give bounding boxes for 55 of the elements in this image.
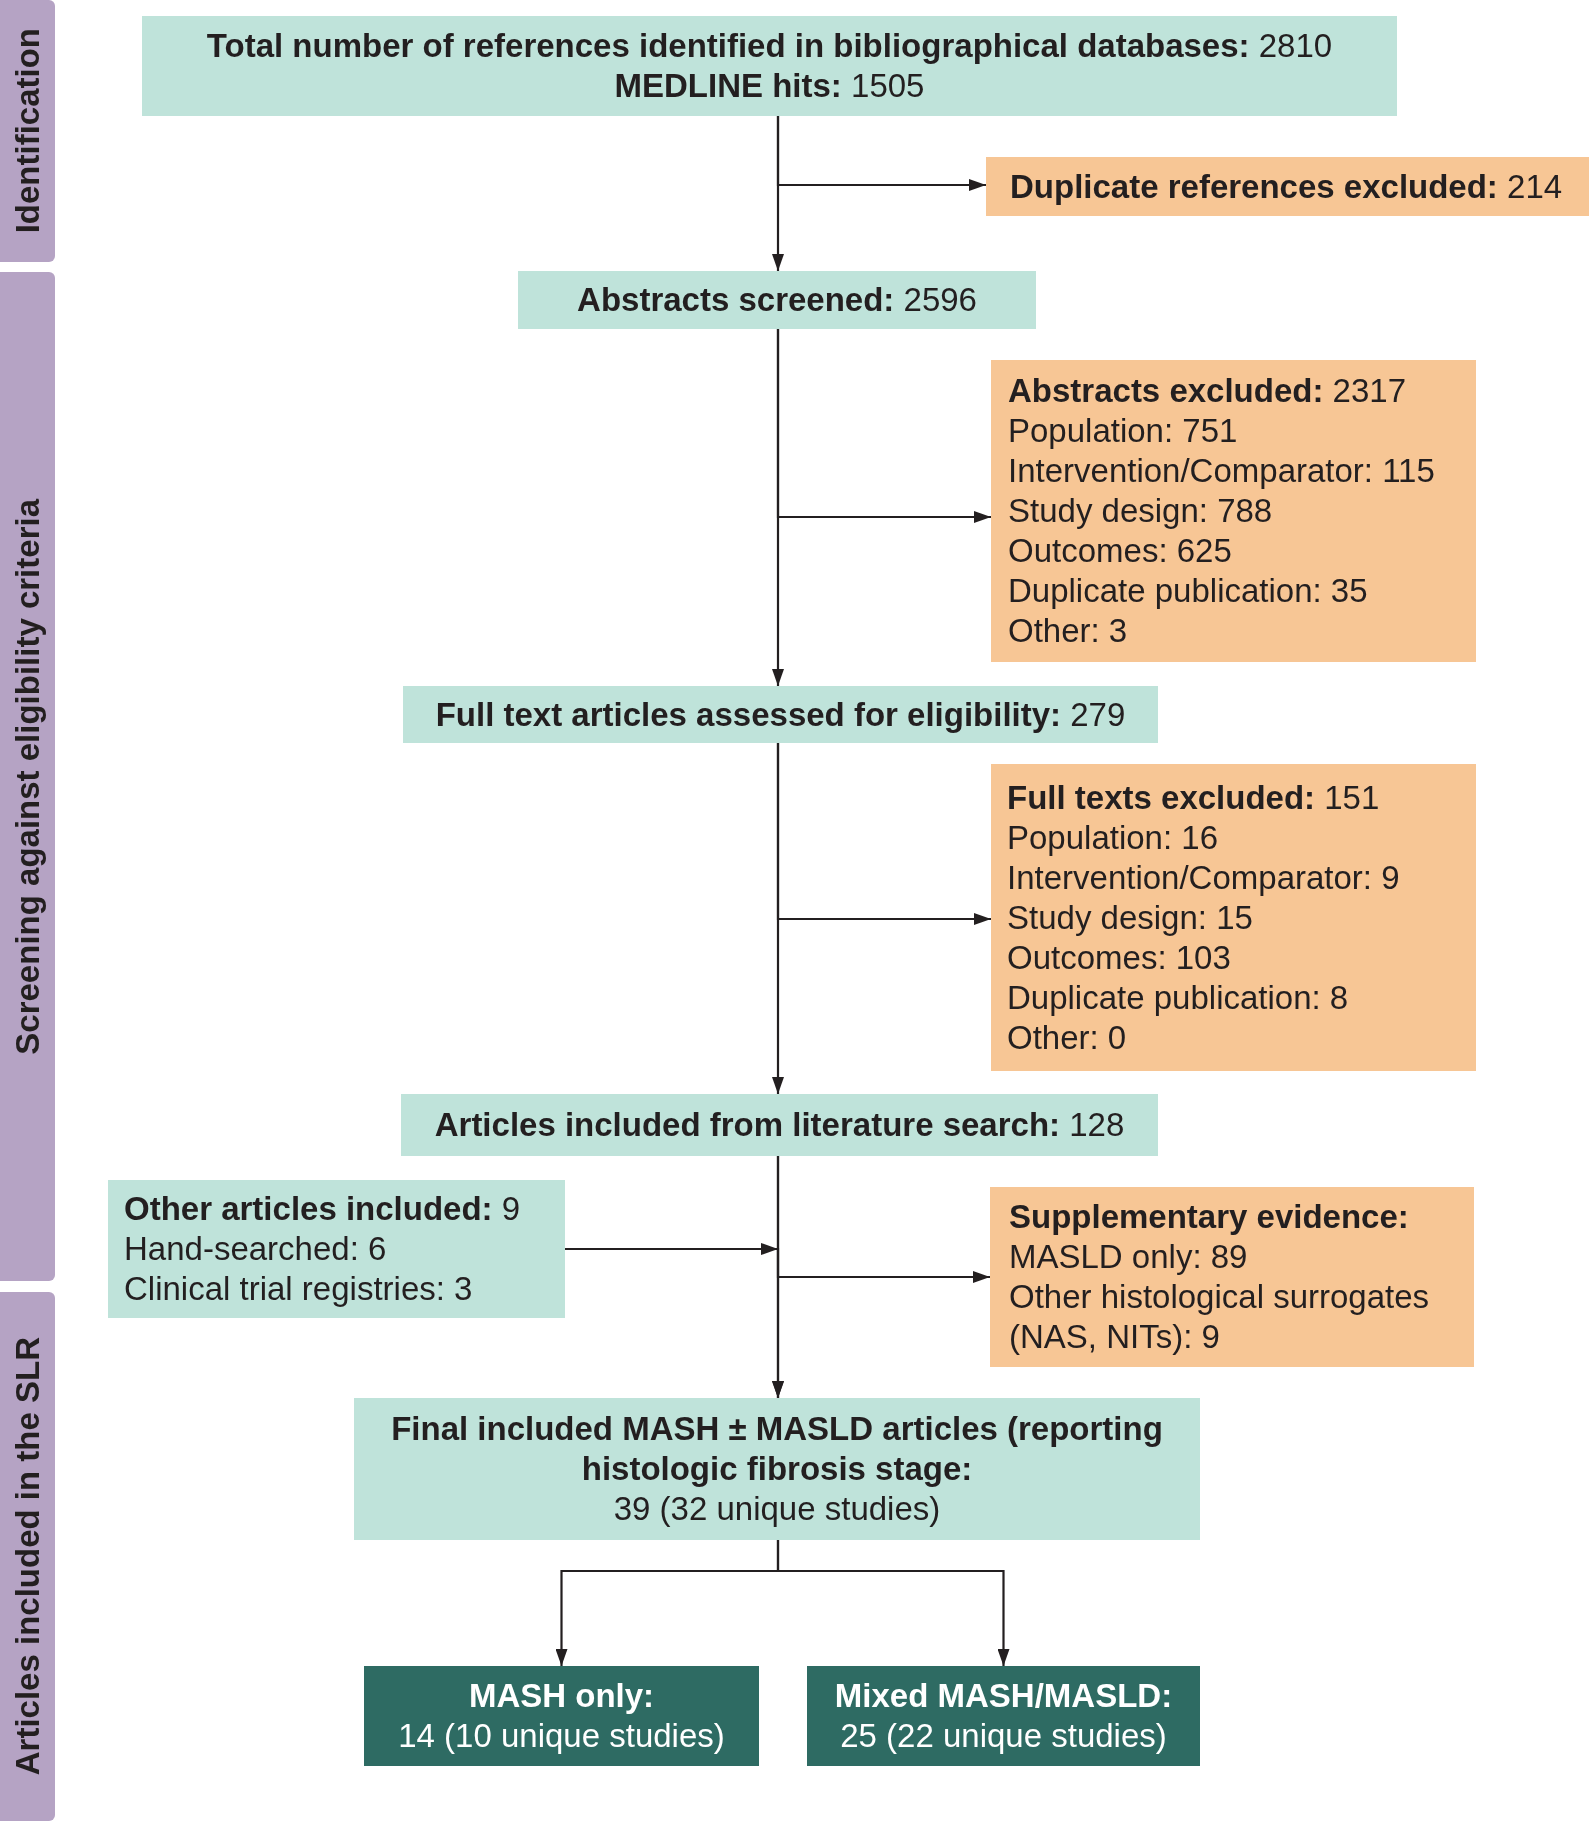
count-line: Other: 0 [1007,1018,1127,1058]
phase-label: Articles included in the SLR [7,1337,47,1776]
box-heading: Supplementary evidence: [1009,1197,1409,1237]
process-box [401,1094,1158,1156]
phase-band [0,272,55,1281]
count-line: Population: 751 [1008,411,1238,451]
phase-label: Identification [7,28,47,234]
arrow [565,1243,784,1398]
process-box [354,1398,1200,1540]
count-line: 14 (10 unique studies) [398,1716,725,1756]
arrow [772,116,784,271]
count-line: Outcomes: 625 [1008,531,1232,571]
box-heading: Mixed MASH/MASLD: [834,1676,1173,1716]
count-line: 39 (32 unique studies) [613,1489,941,1529]
count-line: Intervention/Comparator: 9 [1007,858,1400,898]
process-box [518,271,1036,329]
exclusion-box [986,157,1589,216]
box-heading: Other articles included: 9 [124,1189,521,1229]
count-line: Hand-searched: 6 [124,1229,387,1269]
count-line: Intervention/Comparator: 115 [1008,451,1435,491]
arrow [776,1540,1010,1666]
box-label: Duplicate references excluded: 214 [1010,166,1563,207]
count-line: Other: 3 [1008,611,1128,651]
box-label: Full text articles assessed for eligibility: 279 [435,694,1126,735]
box-heading: Final included MASH ± MASLD articles (reporting histologic fibrosis stage: [390,1409,1164,1489]
exclusion-box [991,764,1476,1071]
box-label: Articles included from literature search: 128 [434,1105,1125,1145]
count-line: Outcomes: 103 [1007,938,1231,978]
count-line: Study design: 15 [1007,898,1253,938]
box-heading: Total number of references identified in bibliographical databases: 2810 [206,26,1333,66]
arrow [772,743,784,1094]
exclusion-box [991,360,1476,662]
count-line: Population: 16 [1007,818,1218,858]
box-heading: MASH only: [468,1676,655,1716]
result-box [807,1666,1200,1766]
count-line: Clinical trial registries: 3 [124,1269,473,1309]
exclusion-box [990,1187,1474,1367]
phase-band [0,1292,55,1821]
arrow [772,329,784,686]
box-heading: Abstracts excluded: 2317 [1008,371,1407,411]
box-label: Abstracts screened: 2596 [577,280,977,320]
phase-band [0,0,55,262]
count-line: Other histological surrogates (NAS, NITs): 9 [1009,1277,1431,1357]
process-box [142,16,1397,116]
count-line: Duplicate publication: 35 [1008,571,1368,611]
phase-label: Screening against eligibility criteria [7,498,47,1055]
count-line: MASLD only: 89 [1009,1237,1248,1277]
count-line: Study design: 788 [1008,491,1273,531]
box-heading: Full texts excluded: 151 [1007,778,1380,818]
count-line: MEDLINE hits: 1505 [614,66,925,106]
count-line: 25 (22 unique studies) [840,1716,1167,1756]
result-box [364,1666,759,1766]
process-box [108,1180,565,1318]
process-box [403,686,1158,743]
count-line: Duplicate publication: 8 [1007,978,1349,1018]
